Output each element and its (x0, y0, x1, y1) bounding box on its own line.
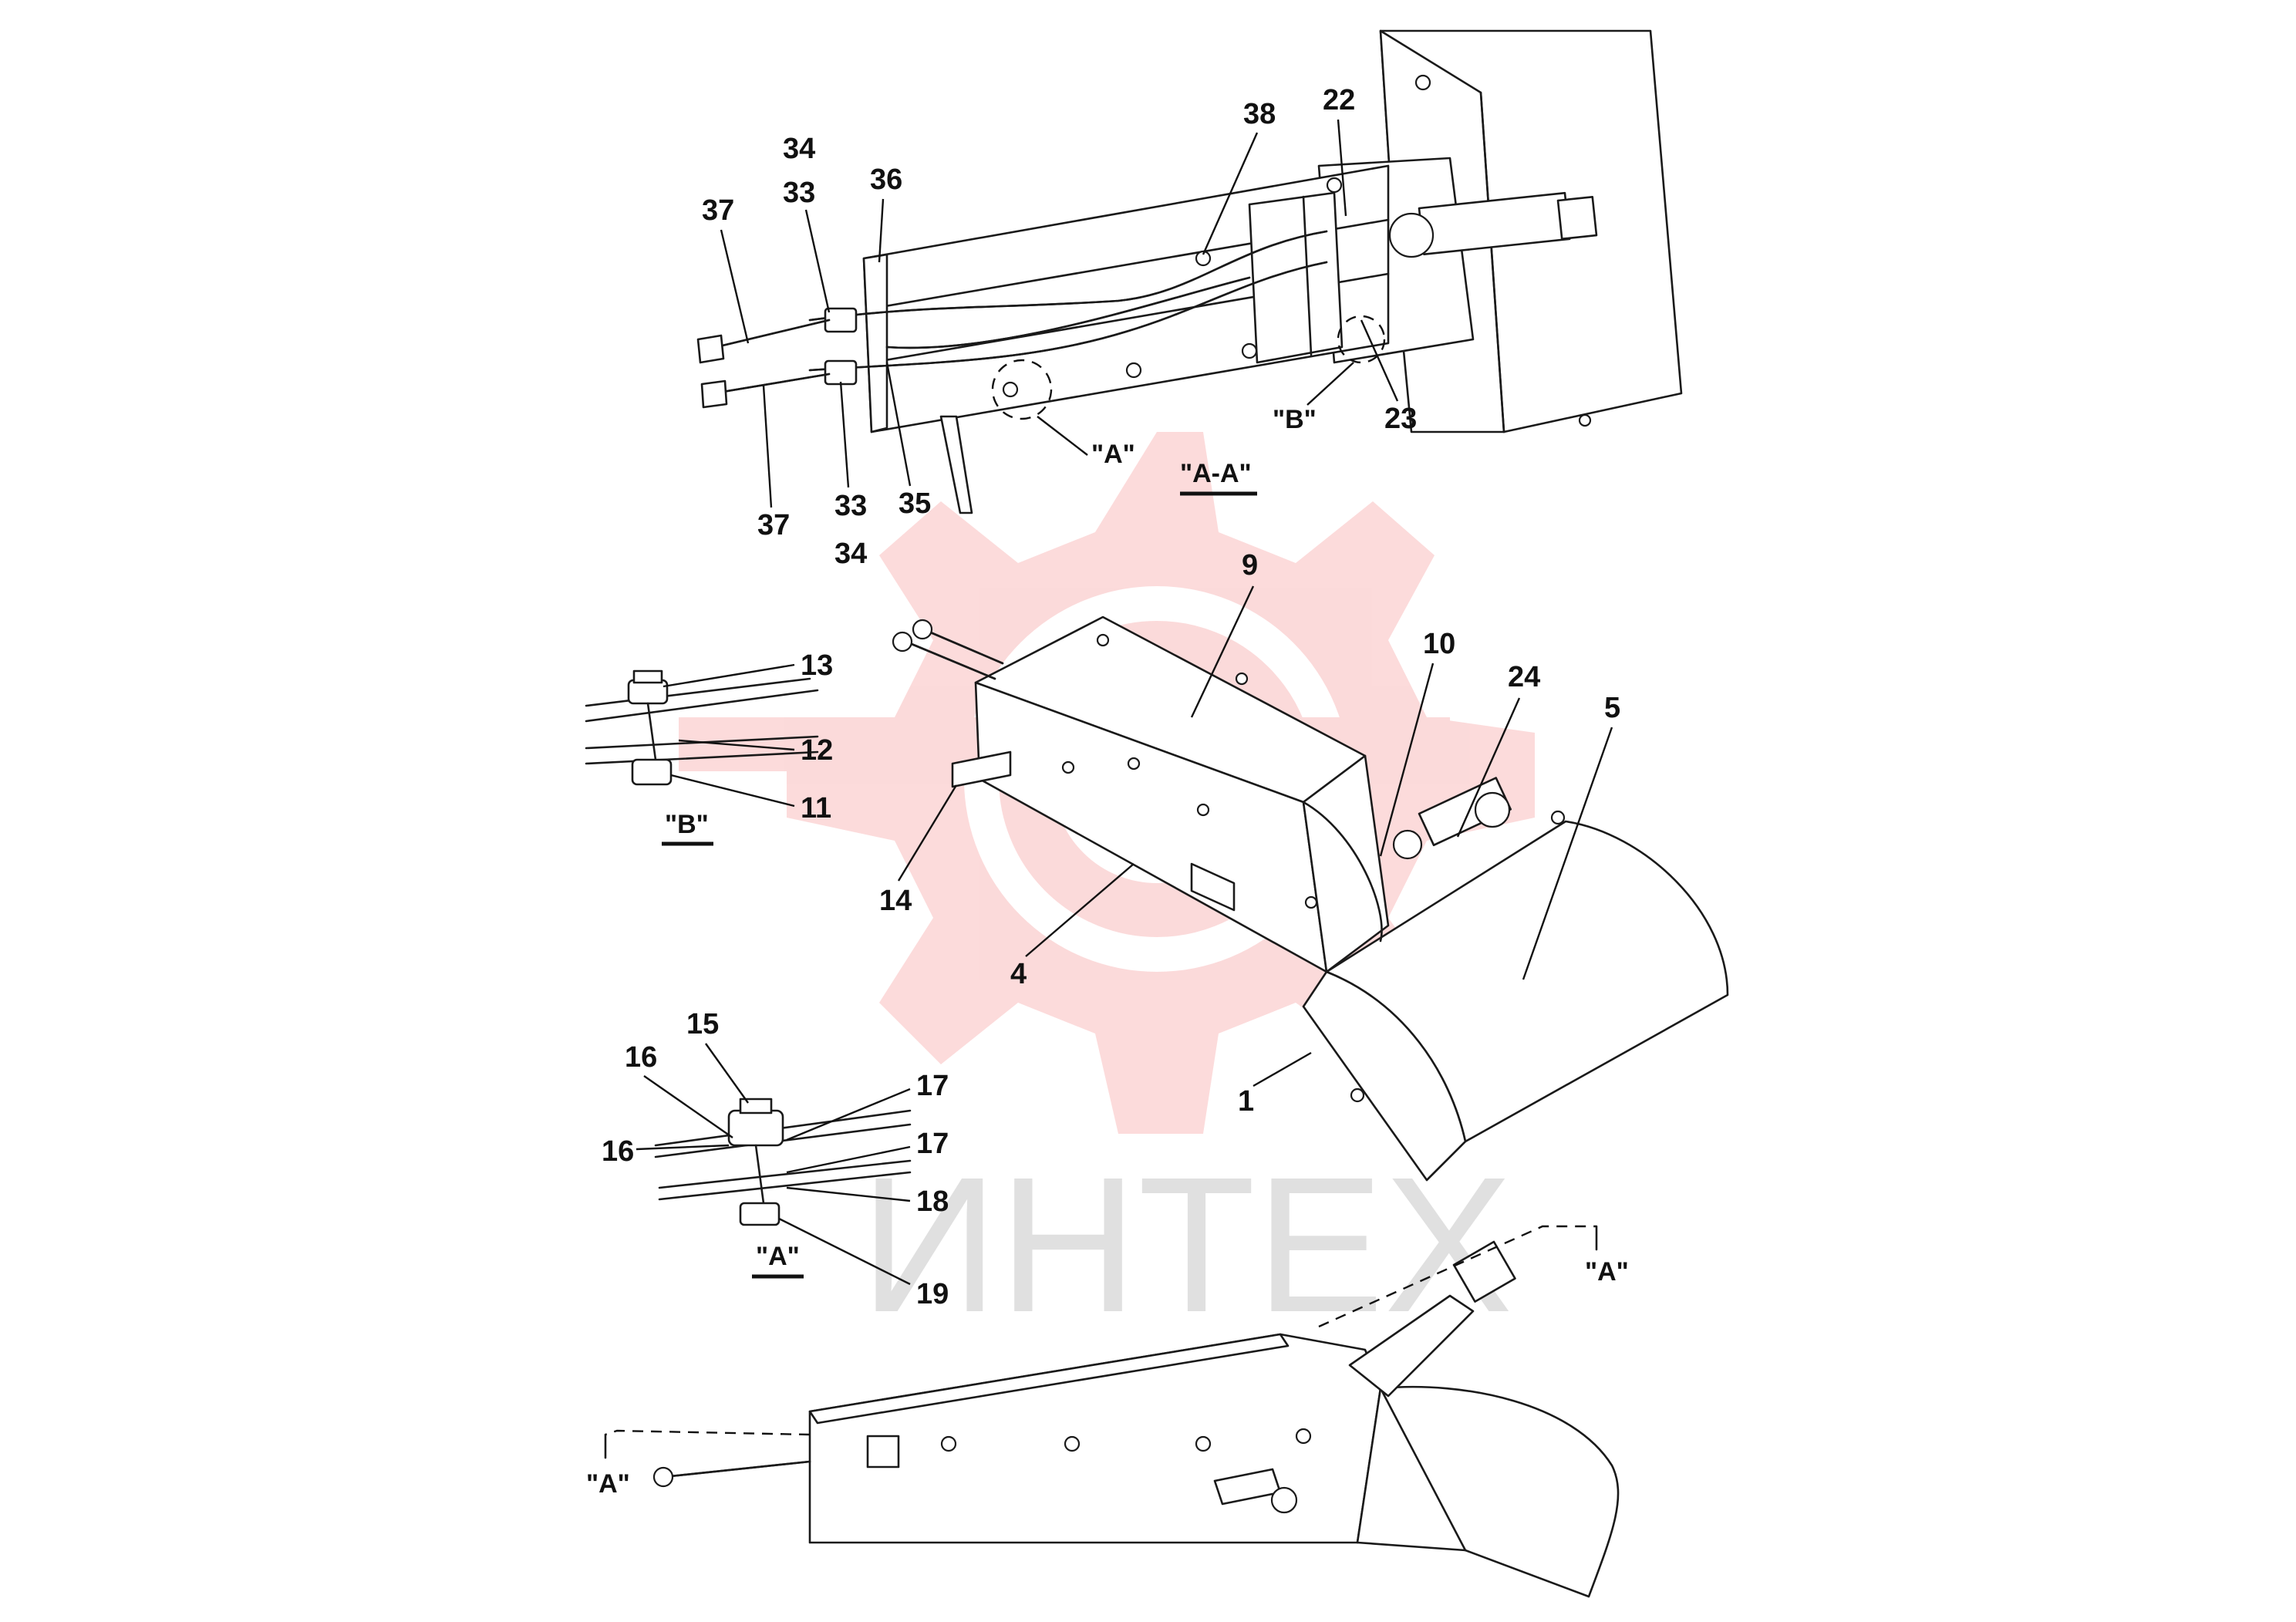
section-aa-view (696, 29, 1683, 514)
callout-37-bottom: 37 (757, 509, 790, 541)
callout-18: 18 (916, 1185, 949, 1218)
callout-22: 22 (1323, 84, 1355, 116)
detail-a-label: "A" (756, 1242, 800, 1271)
callout-5: 5 (1604, 692, 1620, 724)
callout-13: 13 (801, 649, 833, 682)
bracket (951, 750, 1012, 788)
callout-34-bottom: 34 (834, 538, 867, 570)
cut-label-right: "A" (1585, 1257, 1629, 1286)
callout-37-top: 37 (702, 194, 734, 227)
callout-24: 24 (1508, 661, 1540, 693)
main-view-callouts: 9 10 24 5 14 4 1 (879, 549, 1620, 1118)
watermark-text: ИНТЕХ (860, 1137, 1512, 1352)
callout-16-top: 16 (625, 1041, 657, 1074)
cut-line-left (605, 1429, 811, 1436)
callout-1: 1 (1238, 1085, 1254, 1118)
callout-15: 15 (686, 1008, 719, 1040)
frame-leg (939, 415, 973, 514)
cut-line-right (1318, 1225, 1596, 1328)
callout-16-bottom: 16 (602, 1135, 634, 1168)
side-view: "A" "A" (586, 1225, 1629, 1598)
callout-35: 35 (899, 487, 931, 520)
callout-33-top: 33 (783, 177, 815, 209)
callout-33-bottom: 33 (834, 490, 867, 522)
detail-b-view: 13 12 11 "B" (585, 649, 833, 846)
callout-17-bottom: 17 (916, 1128, 949, 1160)
side-arm (1348, 1294, 1475, 1398)
side-bucket (1356, 1385, 1620, 1598)
detail-a-view: 15 16 16 17 17 18 19 "A" (602, 1008, 949, 1310)
detail-b-label: "B" (665, 810, 709, 839)
callout-4: 4 (1010, 958, 1027, 990)
callout-38: 38 (1243, 98, 1276, 130)
callout-10: 10 (1423, 628, 1455, 660)
callout-19: 19 (916, 1278, 949, 1310)
callout-11: 11 (801, 792, 831, 824)
callout-36: 36 (870, 164, 902, 196)
ref-a-top: "A" (1091, 440, 1135, 469)
detail-a-marker (991, 359, 1053, 420)
main-iso-view (892, 615, 1729, 1182)
callout-23: 23 (1384, 403, 1417, 435)
frame-curve (1302, 801, 1383, 943)
cut-label-left: "A" (586, 1469, 630, 1499)
callout-9: 9 (1242, 549, 1258, 582)
section-aa-label: "A-A" (1180, 459, 1252, 488)
callout-34-top: 34 (783, 133, 815, 165)
callout-12: 12 (801, 734, 833, 767)
section-aa-callouts: 38 22 34 33 36 37 37 33 34 35 23 "A" "B"… (702, 84, 1417, 570)
callout-14: 14 (879, 885, 912, 917)
detail-b-marker (1337, 315, 1386, 364)
callout-17-top: 17 (916, 1070, 949, 1102)
valve-block (1248, 191, 1344, 364)
ref-b-top: "B" (1273, 405, 1317, 434)
